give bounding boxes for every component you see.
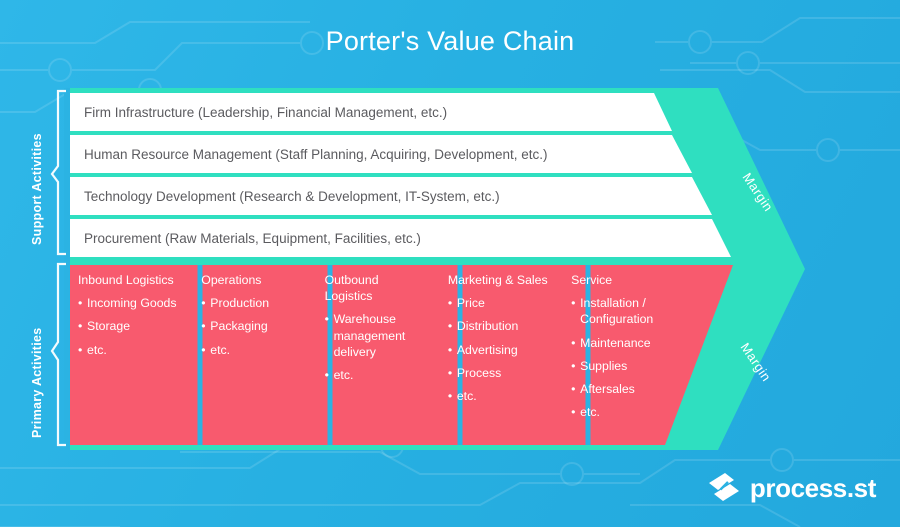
column-list-item: Production: [201, 295, 303, 311]
primary-column-outbound-logistics: Outbound Logistics Warehouse management …: [317, 265, 435, 445]
support-brace: [50, 89, 66, 256]
column-list-item: Maintenance: [571, 335, 657, 351]
support-activity-bars: [70, 93, 731, 257]
column-title: Service: [571, 273, 613, 287]
column-list-item: Process: [448, 365, 550, 381]
column-list-item: etc.: [325, 367, 427, 383]
column-title: Marketing & Sales: [447, 273, 548, 287]
column-title: Outbound Logistics: [324, 273, 379, 304]
column-list-item: Supplies: [571, 358, 657, 374]
process-st-logo-mark-icon: [708, 473, 739, 501]
column-list-item: etc.: [571, 404, 657, 420]
column-list-item: etc.: [448, 388, 550, 404]
column-list-item: Incoming Goods: [78, 295, 180, 311]
primary-column-service: Service Installation / Configuration Mai…: [563, 265, 665, 445]
support-activities-list: Firm Infrastructure (Leadership, Financi…: [70, 93, 660, 261]
primary-column-operations: Operations Production Packaging etc.: [193, 265, 311, 445]
column-list-item: Packaging: [201, 318, 303, 334]
support-activity-label: Procurement (Raw Materials, Equipment, F…: [84, 230, 421, 246]
support-activity-label: Technology Development (Research & Devel…: [84, 188, 500, 204]
logo-wordmark: process.st: [749, 472, 876, 503]
support-activity-row: Procurement (Raw Materials, Equipment, F…: [70, 219, 660, 257]
support-activity-row: Technology Development (Research & Devel…: [70, 177, 660, 215]
column-list-item: Price: [448, 295, 550, 311]
page-title: Porter's Value Chain: [325, 26, 575, 56]
column-list-item: etc.: [78, 342, 180, 358]
column-title: Operations: [201, 273, 262, 287]
column-list-item: Distribution: [448, 318, 550, 334]
value-chain-diagram: Firm Infrastructure (Leadership, Financi…: [0, 88, 900, 450]
side-brace-group: [50, 89, 66, 447]
left-edge-strip: [64, 88, 70, 450]
support-activity-label: Firm Infrastructure (Leadership, Financi…: [84, 104, 448, 120]
column-title: Inbound Logistics: [78, 273, 174, 287]
column-list-item: Warehouse management delivery: [325, 311, 427, 360]
column-list-item: Aftersales: [571, 381, 657, 397]
process-st-logo[interactable]: process.st: [707, 471, 876, 505]
primary-brace: [50, 262, 66, 447]
column-list-item: Storage: [78, 318, 180, 334]
support-activity-label: Human Resource Management (Staff Plannin…: [84, 146, 548, 162]
support-activity-row: Firm Infrastructure (Leadership, Financi…: [70, 93, 660, 131]
side-label-support: Support Activities: [30, 133, 44, 245]
column-list-item: etc.: [201, 342, 303, 358]
column-list-item: Installation / Configuration: [571, 295, 657, 327]
side-label-primary: Primary Activities: [30, 327, 44, 438]
support-activity-row: Human Resource Management (Staff Plannin…: [70, 135, 660, 173]
primary-activities-columns: Inbound Logistics Incoming Goods Storage…: [70, 265, 665, 445]
primary-column-marketing-sales: Marketing & Sales Price Distribution Adv…: [440, 265, 558, 445]
column-list-item: Advertising: [448, 342, 550, 358]
primary-column-inbound-logistics: Inbound Logistics Incoming Goods Storage…: [70, 265, 188, 445]
